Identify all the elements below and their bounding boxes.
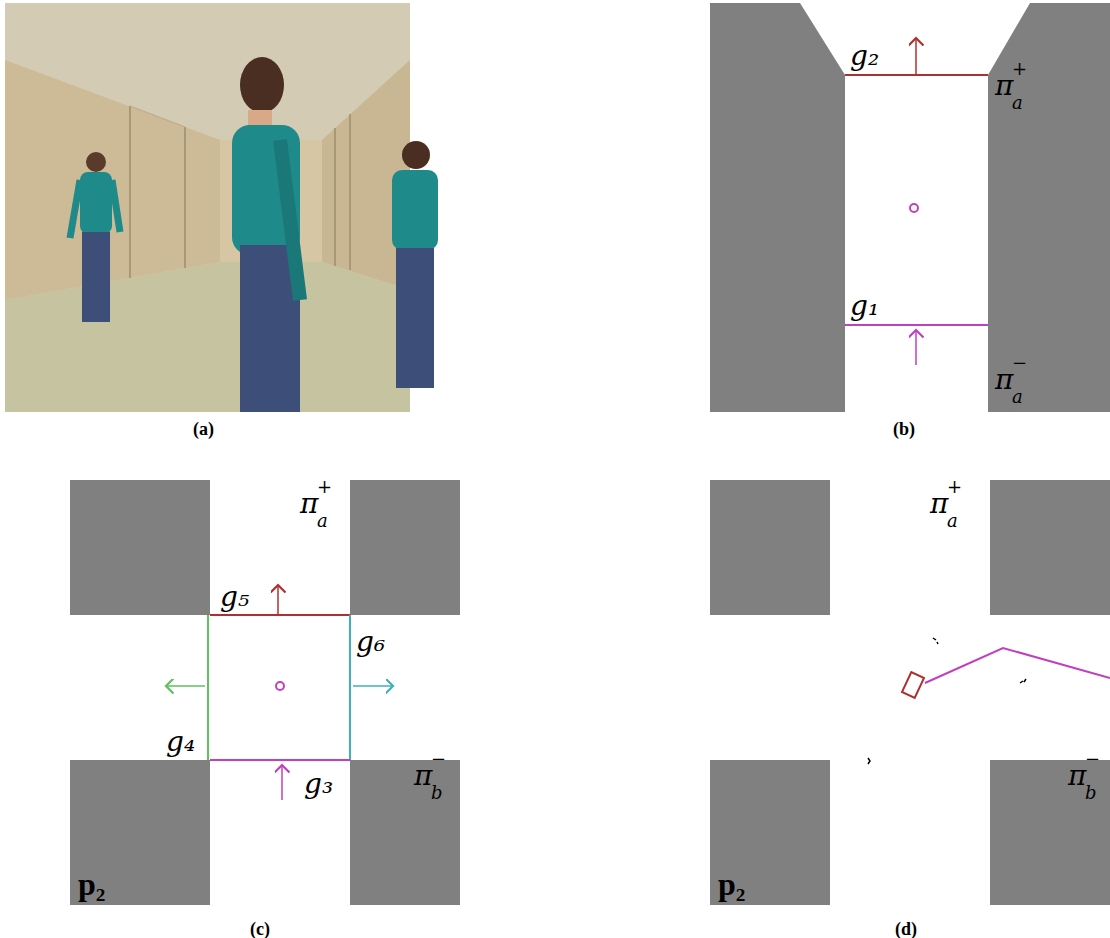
region-label: π <box>300 490 318 518</box>
region-sub: a <box>1012 388 1023 406</box>
region-sub: b <box>1085 784 1097 802</box>
gate-label: g₁ <box>850 292 879 320</box>
region-sup: + <box>1012 60 1027 78</box>
gate-label: g₃ <box>304 770 333 798</box>
corridor-map <box>710 3 1110 412</box>
gate-label: g₂ <box>850 42 879 70</box>
region-sup: − <box>431 750 446 768</box>
region-sub: b <box>431 784 443 802</box>
panel-caption: (b) <box>893 420 915 438</box>
gate-label: g₄ <box>166 728 195 756</box>
region-sub: a <box>947 512 958 530</box>
gate-label: g₆ <box>356 628 385 656</box>
region-label: π <box>930 490 948 518</box>
region-sup: − <box>1012 354 1027 372</box>
point-label: p₂ <box>718 868 745 900</box>
junction-map <box>70 480 460 905</box>
gate-label: g₅ <box>220 583 249 611</box>
point-label: p₂ <box>78 868 105 900</box>
region-sub: a <box>317 512 328 530</box>
region-sup: + <box>947 478 962 496</box>
panel-caption: (a) <box>193 420 214 438</box>
region-label: π <box>414 762 432 790</box>
region-label: π <box>995 366 1013 394</box>
region-sub: a <box>1012 94 1023 112</box>
panel-caption: (c) <box>250 920 270 938</box>
corridor-render <box>5 3 438 412</box>
junction-path-map <box>710 480 1110 905</box>
region-sup: + <box>317 478 332 496</box>
region-label: π <box>995 72 1013 100</box>
region-label: π <box>1068 762 1086 790</box>
panel-caption: (d) <box>895 920 917 938</box>
region-sup: − <box>1085 750 1100 768</box>
